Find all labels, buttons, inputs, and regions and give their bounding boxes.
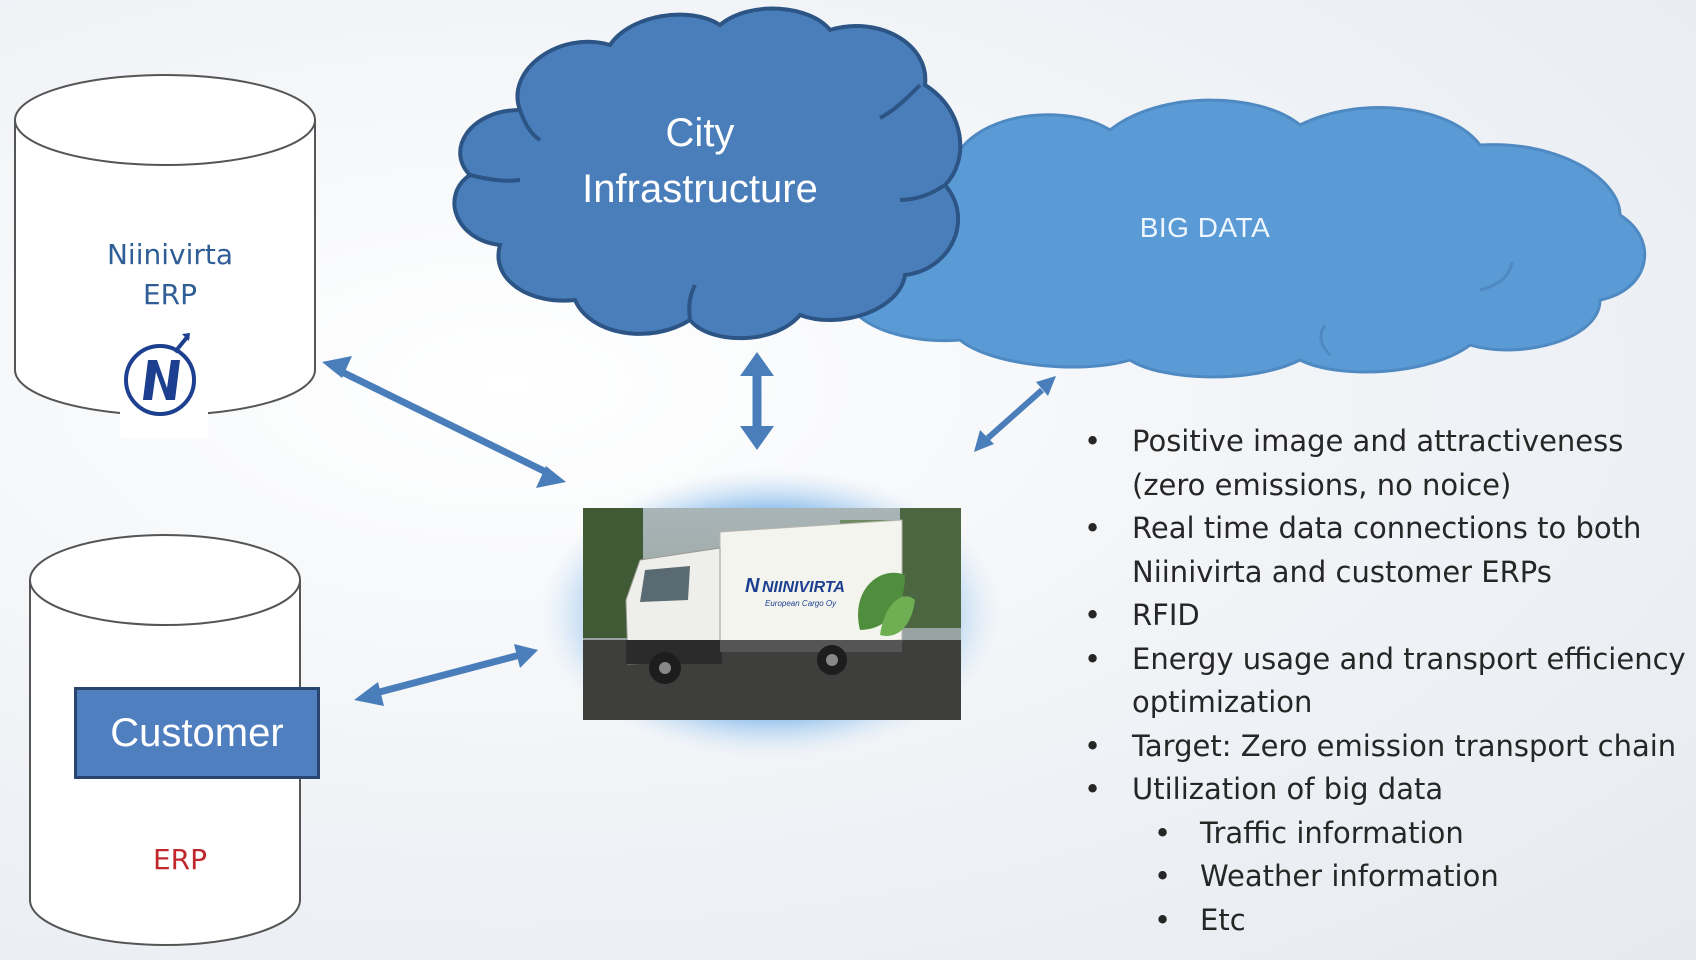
city-infrastructure-cloud [452, 6, 963, 341]
list-item: Real time data connections to both Niini… [1080, 507, 1690, 594]
niinivirta-erp-line1: Niinivirta [106, 238, 234, 271]
niinivirta-erp-line2: ERP [142, 278, 198, 311]
sub-list-item: Weather information [1080, 855, 1690, 899]
niinivirta-erp-database [14, 74, 316, 416]
city-infrastructure-label: City Infrastructure [540, 105, 860, 217]
niinivirta-erp-label: Niinivirta ERP [60, 235, 280, 315]
arrow-customer-truck [354, 644, 538, 706]
benefits-list: Positive image and attractiveness (zero … [1080, 420, 1690, 942]
niinivirta-logo-icon [120, 318, 208, 438]
arrow-city-truck [740, 352, 774, 450]
list-item: RFID [1080, 594, 1690, 638]
customer-erp-label: ERP [152, 843, 208, 876]
list-item-text: Utilization of big data [1132, 772, 1444, 806]
sub-list-item: Traffic information [1080, 812, 1690, 856]
list-item-continuation: optimization [1132, 685, 1313, 719]
list-item-text: Positive image and attractiveness [1132, 424, 1624, 458]
city-label-line1: City [665, 111, 735, 155]
truck-photo: N [540, 468, 1000, 758]
list-item: Target: Zero emission transport chain [1080, 725, 1690, 769]
city-label-line2: Infrastructure [582, 167, 818, 211]
big-data-sublist: Traffic information Weather information … [1132, 812, 1690, 943]
list-item-text: Real time data connections to both [1132, 511, 1642, 545]
big-data-label: BIG DATA [1139, 212, 1271, 243]
svg-text:N: N [745, 575, 760, 597]
list-item: Positive image and attractiveness (zero … [1080, 420, 1690, 507]
list-item-text: Energy usage and transport efficiency [1132, 641, 1686, 676]
list-item-continuation: (zero emissions, no noice) [1132, 467, 1512, 502]
arrow-niinivirta-truck [322, 356, 566, 488]
truck-brand-text: NIINIVIRTA [762, 579, 845, 596]
list-item-text: Target: Zero emission transport chain [1132, 728, 1677, 763]
truck-tagline-text: European Cargo Oy [765, 599, 837, 608]
list-item: Utilization of big data Traffic informat… [1080, 768, 1690, 942]
sub-list-item: Etc [1080, 899, 1690, 943]
list-item-continuation: Niinivirta and customer ERPs [1132, 554, 1552, 589]
big-data-cloud [831, 98, 1647, 379]
list-item: Energy usage and transport efficiency op… [1080, 638, 1690, 725]
customer-label-box: Customer [74, 687, 320, 779]
arrow-bigdata-truck [974, 376, 1056, 452]
list-item-text: RFID [1132, 598, 1200, 632]
